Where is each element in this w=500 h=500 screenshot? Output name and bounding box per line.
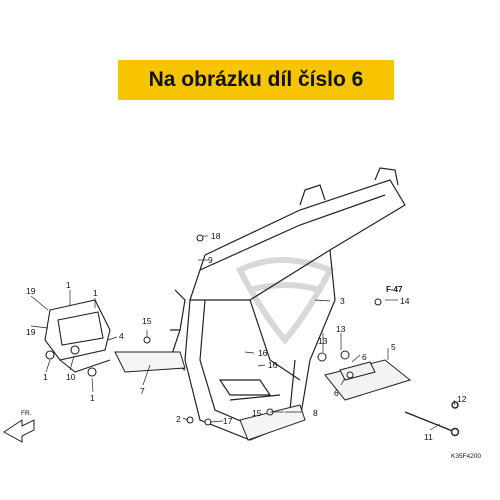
- callout-2: 2: [176, 414, 181, 424]
- callout-19: 19: [26, 286, 36, 296]
- callout-12: 12: [457, 394, 467, 404]
- callout-19: 19: [26, 327, 36, 337]
- callout-5: 5: [391, 342, 396, 352]
- callout-9: 9: [208, 255, 213, 265]
- front-arrow-icon: [3, 419, 35, 443]
- callout-7: 7: [140, 386, 145, 396]
- callout-1: 1: [66, 280, 71, 290]
- callout-10: 10: [66, 372, 76, 382]
- callout-6: 6: [334, 388, 339, 398]
- main-frame: [169, 167, 406, 441]
- callout-17: 17: [223, 416, 233, 426]
- callout-16: 16: [268, 360, 278, 370]
- callout-3: 3: [340, 296, 345, 306]
- step-plate-left: [114, 351, 186, 373]
- callout-15: 15: [142, 316, 152, 326]
- banner-text: Na obrázku díl číslo 6: [148, 68, 364, 91]
- callout-4: 4: [119, 331, 124, 341]
- callout-15: 15: [252, 408, 262, 418]
- step-plate-right: [239, 404, 306, 441]
- honda-wing-watermark: [235, 257, 335, 345]
- callout-14: 14: [400, 296, 410, 306]
- callout-1: 1: [90, 393, 95, 403]
- callout-13: 13: [336, 324, 346, 334]
- callout-1: 1: [43, 372, 48, 382]
- part-banner: Na obrázku díl číslo 6: [118, 60, 394, 100]
- callout-11: 11: [424, 432, 433, 442]
- long-bolt: [404, 401, 460, 437]
- callout-6: 6: [362, 352, 367, 362]
- callout-13: 13: [318, 336, 328, 346]
- callout-8: 8: [313, 408, 318, 418]
- reference-label: F-47: [386, 285, 403, 294]
- leader-lines: [30, 235, 456, 431]
- callout-18: 18: [211, 231, 221, 241]
- callout-1: 1: [93, 288, 98, 298]
- callout-16: 16: [258, 348, 268, 358]
- diagram-code: K35F4200: [451, 453, 481, 460]
- front-label: FR.: [21, 410, 32, 417]
- left-bracket-assembly: [44, 299, 111, 377]
